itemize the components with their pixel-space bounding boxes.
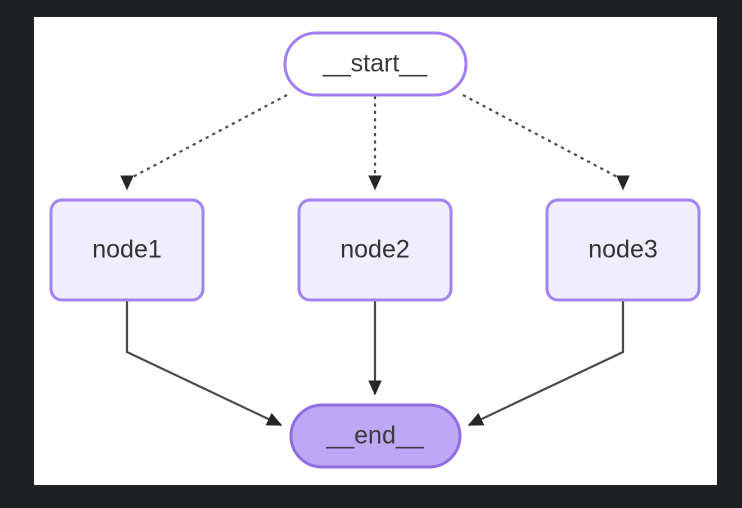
node-start[interactable]: __start__ xyxy=(283,31,468,97)
node-start-shape[interactable] xyxy=(283,31,468,97)
edge-node1-to-end[interactable] xyxy=(125,300,283,426)
graph-svg[interactable]: __start__ node1 node2 node3 __end__ xyxy=(34,17,717,485)
edge-node3-to-end[interactable] xyxy=(467,300,625,426)
node-node2-shape[interactable] xyxy=(297,198,453,302)
edge-group-start-out xyxy=(120,94,630,191)
node-end[interactable]: __end__ xyxy=(289,403,462,469)
node-node1[interactable]: node1 xyxy=(49,198,205,302)
node-node1-shape[interactable] xyxy=(49,198,205,302)
diagram-canvas[interactable]: __start__ node1 node2 node3 __end__ xyxy=(34,17,717,485)
edge-start-to-node1[interactable] xyxy=(120,94,288,191)
edge-group-end-in xyxy=(125,300,625,426)
node-end-shape[interactable] xyxy=(289,403,462,469)
node-node3-shape[interactable] xyxy=(545,198,701,302)
edge-start-to-node3[interactable] xyxy=(462,94,630,191)
node-node2[interactable]: node2 xyxy=(297,198,453,302)
node-node3[interactable]: node3 xyxy=(545,198,701,302)
